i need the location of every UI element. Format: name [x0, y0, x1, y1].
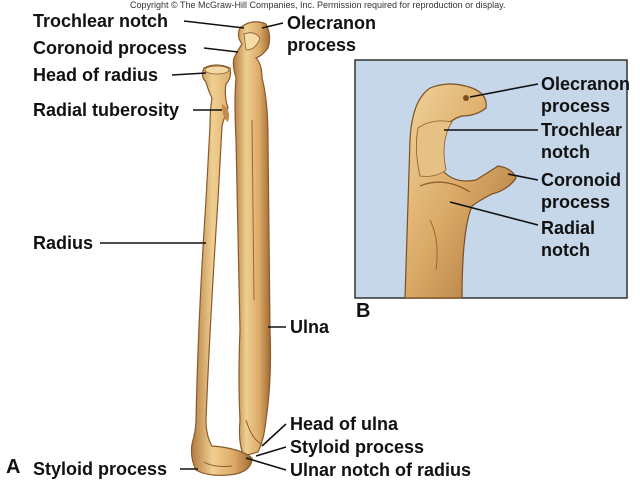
label-ulna: Ulna — [290, 317, 330, 337]
label-b-coronoid-line2: process — [541, 192, 611, 212]
leader-lines — [100, 20, 539, 471]
label-b-trochlear-line1: Trochlear — [541, 120, 623, 140]
label-b-olecranon-line2: process — [541, 96, 611, 116]
label-b-radial-line2: notch — [541, 240, 590, 260]
label-head-of-radius: Head of radius — [33, 65, 159, 85]
label-styloid-process-radius: Styloid process — [33, 459, 168, 479]
label-b-coronoid-line1: Coronoid — [541, 170, 621, 190]
label-ulnar-notch-of-radius: Ulnar notch of radius — [290, 460, 472, 480]
label-olecranon-process-line2: process — [287, 35, 357, 55]
label-radial-tuberosity: Radial tuberosity — [33, 100, 180, 120]
label-coronoid-process: Coronoid process — [33, 38, 188, 58]
label-b-trochlear-line2: notch — [541, 142, 590, 162]
panel-b-letter: B — [356, 300, 371, 322]
label-head-of-ulna: Head of ulna — [290, 414, 399, 434]
label-trochlear-notch: Trochlear notch — [33, 11, 169, 31]
copyright-notice: Copyright © The McGraw-Hill Companies, I… — [130, 0, 506, 10]
label-b-olecranon-line1: Olecranon — [541, 74, 631, 94]
radius-bone — [190, 64, 253, 476]
ulna-bone — [232, 21, 272, 457]
label-olecranon-process-line1: Olecranon — [287, 13, 377, 33]
proximal-ulna-closeup — [404, 83, 517, 299]
panel-a-letter: A — [6, 456, 21, 478]
label-styloid-process-ulna: Styloid process — [290, 437, 425, 457]
label-radius: Radius — [33, 233, 94, 253]
label-b-radial-line1: Radial — [541, 218, 596, 238]
